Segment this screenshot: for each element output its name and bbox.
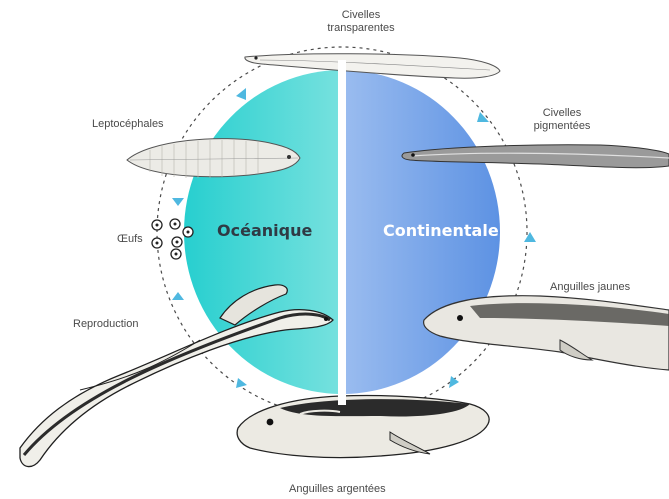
label-civelles-transparentes: Civelles transparentes	[313, 9, 409, 35]
arrow-icon	[172, 198, 184, 206]
arrow-icon	[236, 88, 246, 100]
label-leptocephales: Leptocéphales	[92, 118, 164, 131]
arrow-icon	[449, 376, 459, 388]
label-anguilles-argentees: Anguilles argentées	[289, 483, 386, 496]
label-civelles-pigmentees-line1: Civelles	[514, 107, 610, 120]
label-civelles-pigmentees-line2: pigmentées	[514, 120, 610, 133]
continental-title: Continentale	[383, 221, 499, 240]
label-oeufs: Œufs	[117, 233, 143, 246]
hemisphere-divider	[338, 60, 346, 405]
label-anguilles-jaunes: Anguilles jaunes	[550, 281, 630, 294]
anguille-jaune-illustration	[424, 296, 669, 370]
arrow-icon	[236, 378, 247, 388]
label-civelles-pigmentees: Civelles pigmentées	[514, 107, 610, 133]
arrow-icon	[172, 292, 184, 300]
oceanic-title: Océanique	[217, 221, 312, 240]
label-civelles-transparentes-line1: Civelles	[313, 9, 409, 22]
label-civelles-transparentes-line2: transparentes	[313, 22, 409, 35]
label-reproduction: Reproduction	[73, 318, 138, 331]
arrow-icon	[524, 232, 536, 242]
